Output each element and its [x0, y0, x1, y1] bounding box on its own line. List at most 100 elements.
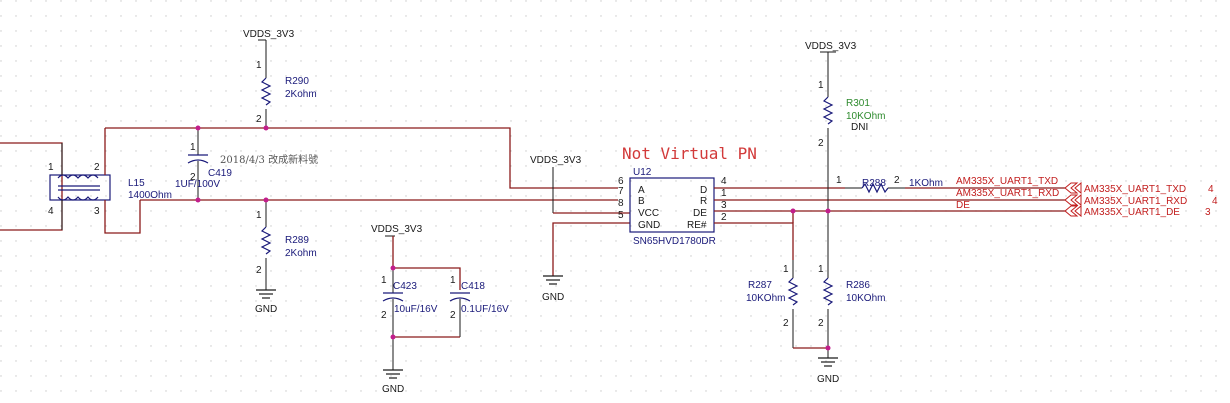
- r290-power-label: VDDS_3V3: [243, 29, 295, 40]
- net-label-rxd: AM335X_UART1_RXD: [956, 188, 1059, 199]
- junction-dot: [195, 125, 201, 131]
- junction-dot: [195, 197, 201, 203]
- port-de-label: AM335X_UART1_DE: [1084, 207, 1180, 218]
- l15-pin-1: 1: [48, 162, 54, 173]
- junction-dot: [390, 265, 396, 271]
- r286-pin-1: 1: [818, 264, 824, 275]
- c418-pin-1: 1: [450, 275, 456, 286]
- port-rxd[interactable]: AM335X_UART1_RXD 4: [1064, 193, 1218, 207]
- u12-pin-gnd: GND: [638, 220, 660, 231]
- c419-ref: C419: [208, 168, 232, 179]
- u12-pin-6: 6: [618, 176, 624, 187]
- u12-ref: U12: [633, 167, 652, 178]
- r288-pin-1: 1: [836, 175, 842, 186]
- c423-gnd-label: GND: [382, 384, 404, 395]
- c423-pin-2: 2: [381, 310, 387, 321]
- not-virtual-pn-note: Not Virtual PN: [622, 144, 757, 163]
- port-rxd-page: 4: [1212, 196, 1218, 207]
- r287-value: 10KOhm: [746, 293, 785, 304]
- c418-capacitor[interactable]: 1 2 C418 0.1UF/16V: [449, 275, 509, 337]
- r288-resistor[interactable]: 1 2 R288 1KOhm: [836, 175, 943, 194]
- port-de[interactable]: AM335X_UART1_DE 3: [1064, 204, 1211, 218]
- junction-dot: [263, 197, 269, 203]
- r287-resistor[interactable]: 1 2 R287 10KOhm: [746, 260, 799, 348]
- r288-ref: R288: [862, 178, 886, 189]
- l15-pin-2: 2: [94, 162, 100, 173]
- c423-pin-1: 1: [381, 275, 387, 286]
- revision-note: 2018/4/3 改成新料號: [220, 153, 318, 166]
- c419-pin-1: 1: [190, 142, 196, 153]
- r289-pin-1: 1: [256, 210, 262, 221]
- r301-resistor[interactable]: VDDS_3V3 1 2 R301 10KOhm DNI: [805, 41, 885, 211]
- c418-value: 0.1UF/16V: [461, 304, 509, 315]
- r301-dni: DNI: [851, 122, 868, 133]
- c423-value: 10uF/16V: [394, 304, 438, 315]
- port-rxd-label: AM335X_UART1_RXD: [1084, 196, 1187, 207]
- u12-pin-4: 4: [721, 176, 727, 187]
- r301-value: 10KOhm: [846, 111, 885, 122]
- c419-value: 1UF/100V: [175, 179, 220, 190]
- c418-pin-2: 2: [450, 310, 456, 321]
- port-txd-page: 4: [1208, 184, 1214, 195]
- r288-value: 1KOhm: [909, 178, 943, 189]
- r289-value: 2Kohm: [285, 248, 317, 259]
- l15-pin-3: 3: [94, 206, 100, 217]
- r290-value: 2Kohm: [285, 89, 317, 100]
- r290-pin-1: 1: [256, 60, 262, 71]
- r289-gnd-label: GND: [255, 304, 277, 315]
- u12-pin-5: 5: [618, 210, 624, 221]
- r288-pin-2: 2: [894, 175, 900, 186]
- r290-pin-2: 2: [256, 114, 262, 125]
- u12-pin-7: 7: [618, 186, 624, 197]
- u12-pin-d: D: [700, 185, 707, 196]
- wire-line-a: [105, 127, 618, 189]
- r287-ref: R287: [748, 280, 772, 291]
- r301-power-label: VDDS_3V3: [805, 41, 857, 52]
- port-txd[interactable]: AM335X_UART1_TXD 4: [1064, 181, 1214, 195]
- u12-pin-de: DE: [693, 208, 707, 219]
- r301-ref: R301: [846, 98, 870, 109]
- c423-power-label: VDDS_3V3: [371, 224, 423, 235]
- u12-gnd-label: GND: [542, 292, 564, 303]
- r286-value: 10KOhm: [846, 293, 885, 304]
- junction-dot: [390, 334, 396, 340]
- u12-pin-8: 8: [618, 198, 624, 209]
- l15-pin-4: 4: [48, 206, 54, 217]
- c418-ref: C418: [461, 281, 485, 292]
- l15-choke[interactable]: 1 2 4 3 L15 1400Ohm: [0, 128, 172, 234]
- r287-pin-1: 1: [783, 264, 789, 275]
- r289-ground-symbol: [256, 289, 276, 299]
- u12-power-label: VDDS_3V3: [530, 155, 582, 166]
- r290-ref: R290: [285, 76, 309, 87]
- l15-ref: L15: [128, 178, 145, 189]
- r286-gnd-label: GND: [817, 374, 839, 385]
- c419-pin-2: 2: [190, 172, 196, 183]
- junction-dot: [790, 208, 796, 214]
- c423-ref: C423: [393, 281, 417, 292]
- junction-dots: [195, 125, 831, 351]
- port-de-page: 3: [1205, 207, 1211, 218]
- u12-part: SN65HVD1780DR: [633, 236, 716, 247]
- c419-capacitor[interactable]: 1 2 C419 1UF/100V: [175, 128, 232, 200]
- port-txd-label: AM335X_UART1_TXD: [1084, 184, 1186, 195]
- u12-pin-b: B: [638, 196, 645, 207]
- r289-resistor[interactable]: 1 2 R289 2Kohm GND: [255, 200, 317, 315]
- u12-pin-vcc: VCC: [638, 208, 659, 219]
- net-label-txd: AM335X_UART1_TXD: [956, 176, 1058, 187]
- c423-ground-symbol: [383, 369, 403, 379]
- junction-dot: [825, 345, 831, 351]
- r301-pin-1: 1: [818, 80, 824, 91]
- r290-resistor[interactable]: VDDS_3V3 1 2 R290 2Kohm: [243, 29, 317, 128]
- junction-dot: [263, 125, 269, 131]
- r286-ground-symbol: [818, 357, 838, 367]
- u12-transceiver[interactable]: VDDS_3V3 GND U12 SN65HVD1780DR 6 7 8 5 A…: [530, 155, 727, 303]
- u12-pin-1: 1: [721, 188, 727, 199]
- u12-pin-r: R: [700, 196, 707, 207]
- c423-capacitor[interactable]: VDDS_3V3 1 2 C423 10uF/16V: [371, 224, 461, 337]
- r287-pin-2: 2: [783, 318, 789, 329]
- r289-pin-2: 2: [256, 265, 262, 276]
- net-label-de: DE: [956, 200, 970, 211]
